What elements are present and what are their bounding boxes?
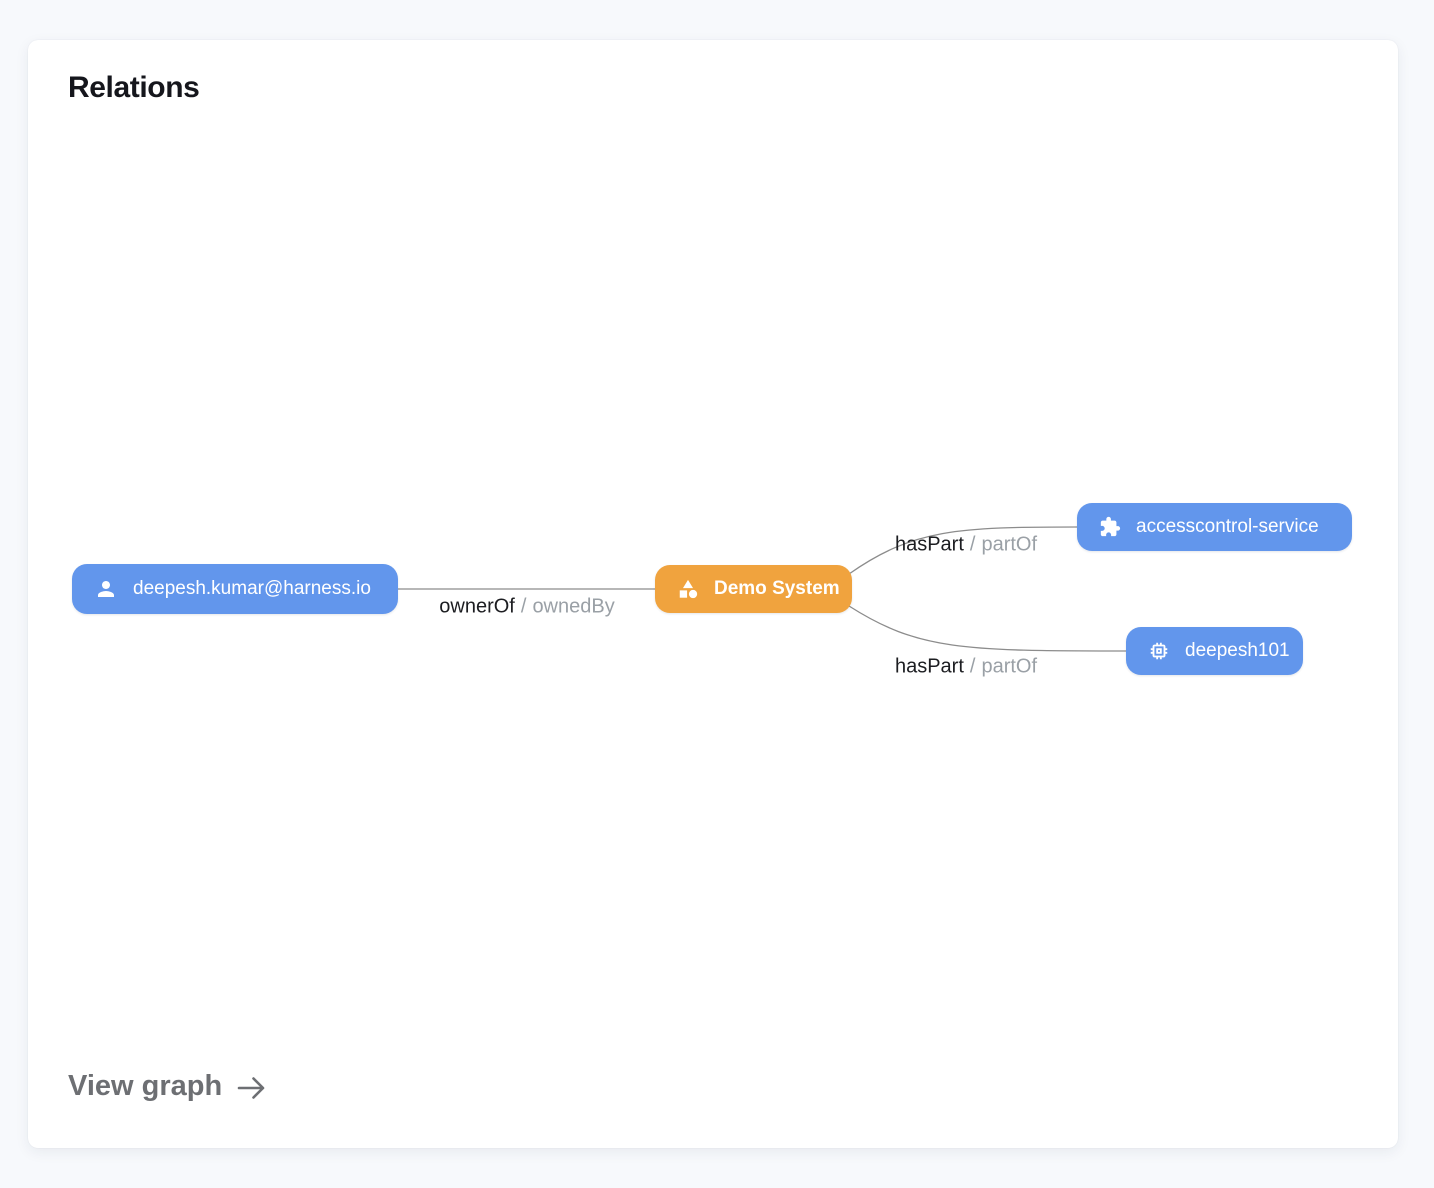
view-graph-link[interactable]: View graph (68, 1070, 268, 1103)
edge-label-owner-secondary: ownedBy (532, 595, 615, 618)
relations-card: Relations deepesh.kumar@harness.io Demo … (28, 40, 1398, 1148)
node-demo-system-label: Demo System (714, 578, 840, 599)
node-user-label: deepesh.kumar@harness.io (133, 578, 371, 599)
category-icon (679, 579, 698, 599)
person-icon (98, 581, 114, 597)
edge-haspart-bottom (848, 605, 1127, 652)
edge-label-haspart-top-primary: hasPart (894, 533, 964, 556)
chip-icon (1150, 642, 1168, 660)
view-graph-label: View graph (68, 1070, 223, 1102)
card-title: Relations (68, 71, 200, 104)
node-demo-system[interactable]: Demo System (655, 565, 852, 613)
node-user[interactable]: deepesh.kumar@harness.io (72, 564, 398, 614)
edge-label-haspart-top: hasPart/partOf (895, 534, 1037, 557)
edge-label-owner-primary: ownerOf (439, 595, 515, 618)
edge-label-haspart-bottom-separator: / (969, 655, 976, 678)
puzzle-icon (1100, 516, 1121, 537)
edge-label-owner: ownerOf/ownedBy (439, 596, 614, 619)
node-deepesh101-label: deepesh101 (1185, 640, 1290, 661)
node-accesscontrol-service-label: accesscontrol-service (1136, 516, 1319, 537)
edge-label-haspart-bottom-secondary: partOf (981, 655, 1038, 678)
edge-label-haspart-bottom: hasPart/partOf (895, 656, 1037, 679)
edge-label-haspart-bottom-primary: hasPart (894, 655, 964, 678)
edge-label-haspart-top-separator: / (969, 533, 976, 556)
edge-label-haspart-top-secondary: partOf (981, 533, 1038, 556)
node-accesscontrol-service[interactable]: accesscontrol-service (1077, 503, 1352, 551)
edge-label-owner-separator: / (520, 595, 527, 618)
node-deepesh101[interactable]: deepesh101 (1126, 627, 1303, 675)
arrow-right-icon (237, 1077, 265, 1099)
